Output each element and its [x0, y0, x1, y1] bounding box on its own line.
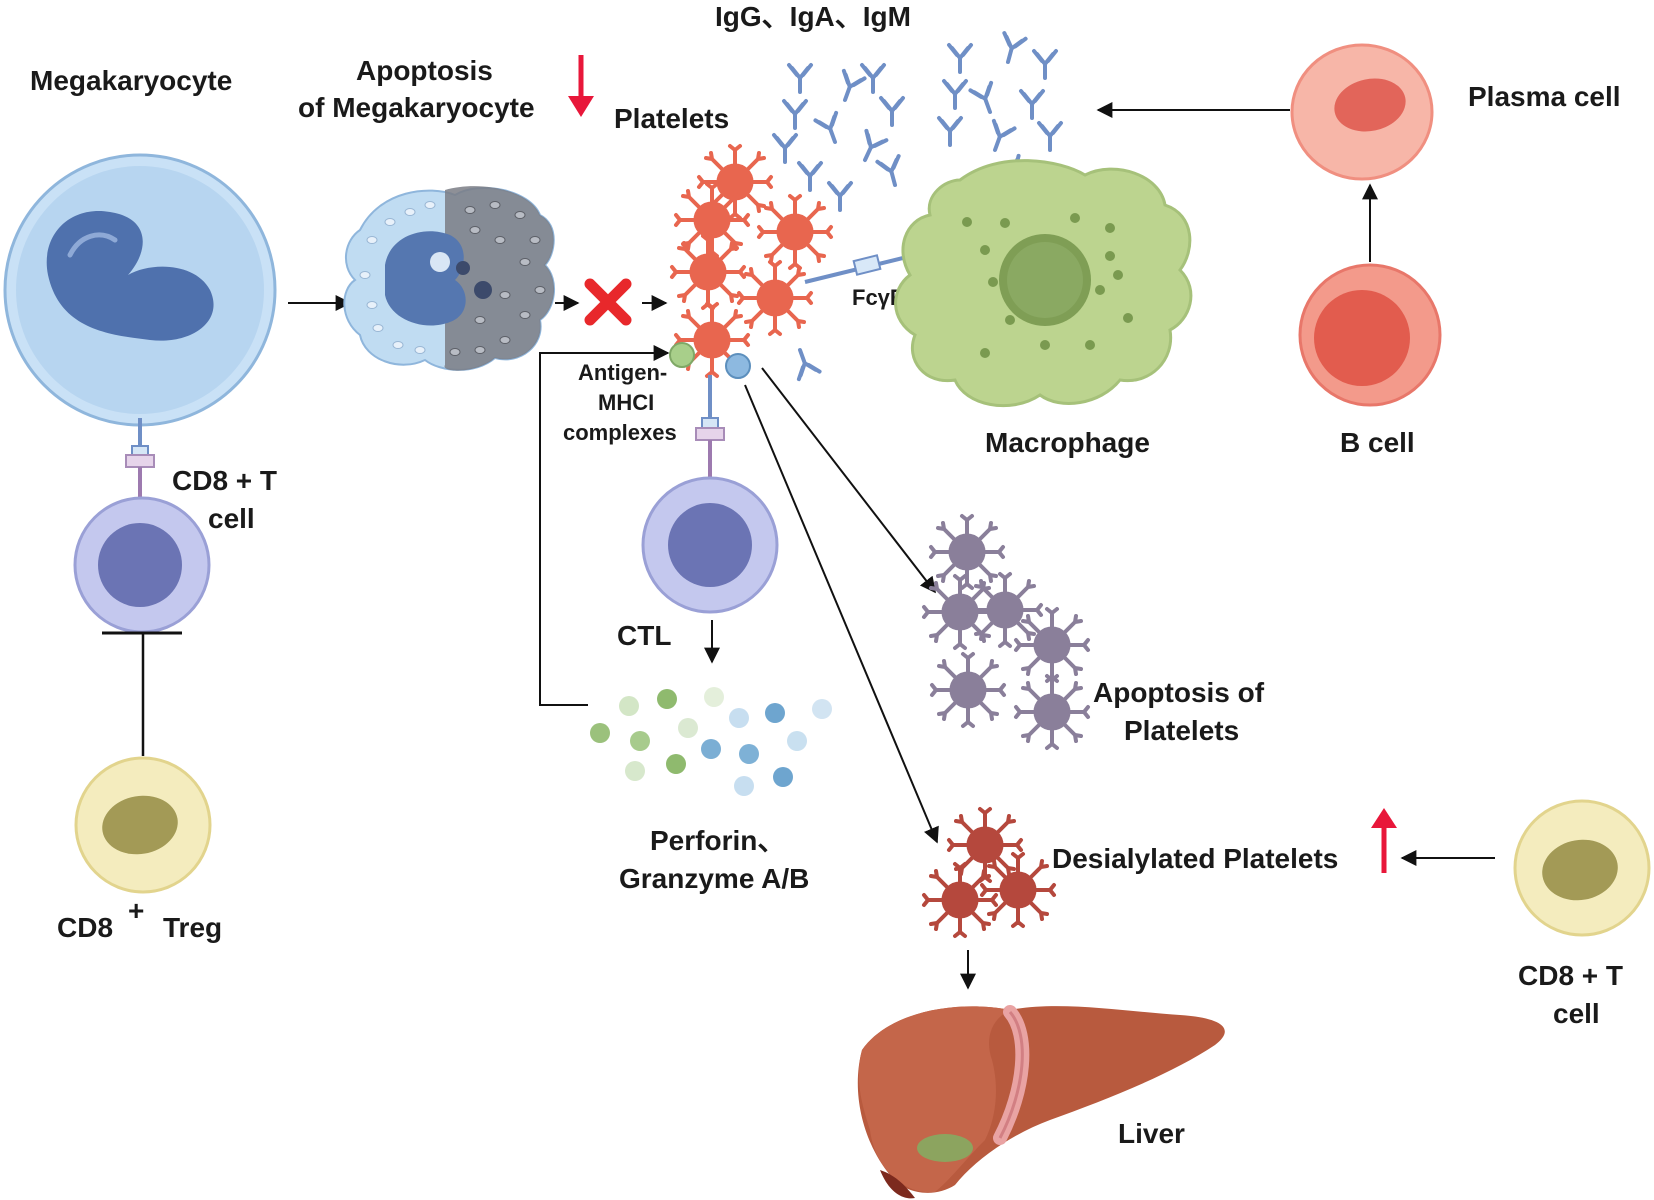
right-cd8-t-label-line1: CD8 + T [1518, 960, 1623, 991]
desialylated-platelet-cluster [922, 807, 1056, 938]
perforin-label-line2: Granzyme A/B [619, 863, 809, 894]
apoptosis-mk-label-line1: Apoptosis [356, 55, 493, 86]
plasma-cell [1290, 43, 1434, 181]
up-arrow-icon [1371, 808, 1397, 873]
ctl-label: CTL [617, 620, 671, 651]
liver-organ [857, 1005, 1225, 1199]
right-cd8-t-cell [1513, 799, 1651, 937]
antigen-label-line2: MHCI [598, 390, 654, 415]
left-cd8-t-label-line2: cell [208, 503, 255, 534]
antibodies-label: IgG、IgA、IgM [715, 1, 911, 32]
cd8-treg-cell [74, 756, 212, 894]
apoptosis-platelets-label-line2: Platelets [1124, 715, 1239, 746]
liver-label: Liver [1118, 1118, 1185, 1149]
fcgr-receptor [787, 253, 916, 382]
megakaryocyte-label: Megakaryocyte [30, 65, 232, 96]
platelets-label: Platelets [614, 103, 729, 134]
left-cd8-t-label-line1: CD8 + T [172, 465, 277, 496]
antigen-label-line1: Antigen- [578, 360, 667, 385]
megakaryocyte-cell [3, 153, 277, 427]
granule-feedback-arrow [539, 345, 670, 706]
apoptosis-platelets-label-line1: Apoptosis of [1093, 677, 1265, 708]
plasma-cell-label: Plasma cell [1468, 81, 1621, 112]
antigen-complex-green [669, 342, 695, 368]
platelet-cluster [670, 144, 833, 378]
perforin-label-line1: Perforin、 [650, 825, 785, 856]
cd8-treg-label-suffix: Treg [163, 912, 222, 943]
antigen-label-line3: complexes [563, 420, 677, 445]
apoptotic-platelet-cluster [922, 514, 1090, 750]
macrophage-label: Macrophage [985, 427, 1150, 458]
apoptotic-megakaryocyte [343, 186, 556, 371]
left-cd8-t-cell [73, 496, 211, 634]
perforin-granzyme-granules [590, 687, 832, 796]
arrow-to-desialylated-platelets [744, 384, 939, 844]
right-cd8-t-label-line2: cell [1553, 998, 1600, 1029]
b-cell-label: B cell [1340, 427, 1415, 458]
block-x-icon [584, 278, 632, 326]
down-arrow-icon [568, 55, 594, 117]
left-cd8-mk-link [125, 418, 155, 498]
treg-inhibition-line [102, 631, 182, 756]
desialylated-label: Desialylated Platelets [1052, 843, 1338, 874]
apoptosis-mk-label-line2: of Megakaryocyte [298, 92, 535, 123]
arrow-to-apoptotic-platelets [761, 367, 936, 594]
cd8-treg-label-prefix: CD8 [57, 912, 113, 943]
tcr-mhc-link [695, 375, 725, 478]
macrophage-cell [894, 159, 1193, 408]
antigen-complex-blue [725, 353, 751, 379]
ctl-cell [641, 476, 779, 614]
cd8-treg-label-sup: + [128, 895, 144, 926]
b-cell [1298, 263, 1442, 407]
